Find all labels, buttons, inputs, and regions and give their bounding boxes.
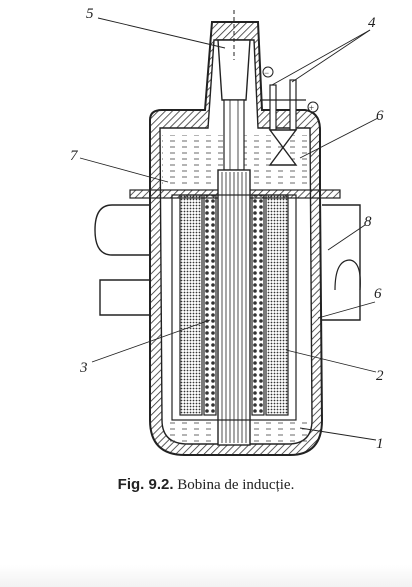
label-7: 7 (70, 148, 79, 164)
primary-winding-right (251, 194, 265, 416)
secondary-winding-left (179, 194, 203, 416)
label-1: 1 (376, 436, 384, 452)
primary-winding-left (203, 194, 217, 416)
mounting-clamp-left (94, 204, 150, 256)
induction-coil-diagram: − + 5 4 6 7 8 6 3 2 1 (70, 6, 384, 456)
high-voltage-terminal (217, 39, 251, 101)
figure-caption: Fig. 9.2. Bobina de inducție. (0, 476, 412, 494)
mounting-clamp-right (322, 204, 361, 321)
label-4: 4 (368, 15, 376, 31)
label-2: 2 (376, 368, 384, 384)
label-5: 5 (86, 6, 94, 22)
outer-magnetic-sheath (171, 194, 297, 421)
caption-text: Bobina de inducție. (177, 477, 295, 493)
plus-sign: + (309, 103, 314, 113)
caption-number: Fig. 9.2. (117, 476, 174, 493)
low-voltage-terminal-plus (289, 79, 297, 131)
label-6-bottom: 6 (374, 286, 382, 302)
label-8: 8 (364, 214, 372, 230)
page-edge (0, 565, 412, 587)
low-voltage-terminal-minus (269, 84, 277, 131)
secondary-winding-right (265, 194, 289, 416)
label-3: 3 (79, 360, 88, 376)
terminal-connector (268, 129, 298, 166)
minus-sign: − (264, 68, 269, 78)
label-6-top: 6 (376, 108, 384, 124)
